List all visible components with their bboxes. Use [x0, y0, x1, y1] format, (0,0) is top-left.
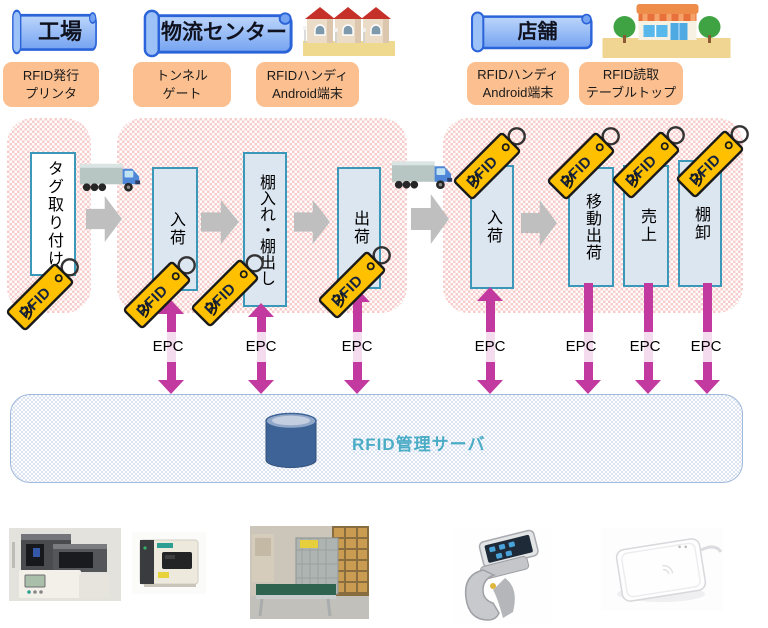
- rfid-issuing-printer-photo: [9, 528, 121, 601]
- epc-label: EPC: [341, 338, 373, 355]
- rfid-desktop-printer-photo: [132, 532, 206, 594]
- device-label-tunnel-gate: トンネル ゲート: [133, 62, 231, 107]
- epc-box: [223, 332, 317, 362]
- device-label-rfid-printer: RFID発行 プリンタ: [3, 62, 99, 107]
- rfid-tabletop-reader-photo: [601, 528, 723, 611]
- device-label-text: トンネル ゲート: [156, 67, 208, 101]
- scroll-shape-icon: [143, 9, 293, 58]
- scroll-shape-icon: [12, 9, 97, 55]
- database-cylinder-icon: [265, 412, 317, 468]
- banner-logistics-label: 物流センター: [161, 21, 287, 44]
- rfid-tag-icon: [451, 110, 531, 210]
- delivery-truck-icon: [79, 163, 141, 192]
- store-building-icon: [602, 4, 731, 58]
- epc-box: [318, 332, 410, 362]
- banner-factory: 工場: [10, 8, 100, 55]
- delivery-truck-icon: [391, 161, 453, 190]
- rfid-server-box: [10, 394, 743, 483]
- rfid-server-label: RFID管理サーバ: [352, 435, 486, 454]
- device-label-store-handy: RFIDハンディ Android端末: [467, 62, 569, 105]
- device-label-text: RFIDハンディ Android端末: [477, 66, 559, 100]
- scroll-shape-icon: [471, 11, 593, 53]
- step-tag-attach: タグ取り付け: [30, 152, 76, 276]
- epc-label: EPC: [690, 338, 722, 355]
- epc-label: EPC: [152, 338, 184, 355]
- device-label-text: RFID発行 プリンタ: [22, 67, 80, 101]
- warehouse-building-icon: [303, 7, 395, 56]
- rfid-tag-icon: [4, 241, 84, 341]
- epc-label: EPC: [245, 338, 277, 355]
- rfid-tag-icon: [189, 237, 269, 337]
- banner-store-label: 店舗: [517, 21, 558, 43]
- epc-box: [452, 332, 528, 362]
- device-label-text: RFID読取 テーブルトップ: [585, 66, 677, 100]
- device-label-logistics-handy: RFIDハンディ Android端末: [256, 62, 359, 107]
- epc-label: EPC: [629, 338, 661, 355]
- banner-logistics: 物流センター: [140, 8, 298, 58]
- epc-box: [543, 332, 745, 362]
- epc-box: [120, 332, 215, 362]
- banner-factory-label: 工場: [37, 18, 82, 44]
- rfid-tag-icon: [316, 229, 396, 329]
- device-label-tabletop: RFID読取 テーブルトップ: [579, 62, 683, 105]
- rfid-handy-reader-photo: [453, 528, 553, 624]
- banner-store: 店舗: [468, 10, 597, 53]
- tunnel-gate-conveyor-photo: [250, 526, 369, 619]
- epc-label: EPC: [474, 338, 506, 355]
- rfid-tag-icon: [674, 108, 754, 208]
- device-label-text: RFIDハンディ Android端末: [266, 67, 349, 101]
- epc-label: EPC: [565, 338, 597, 355]
